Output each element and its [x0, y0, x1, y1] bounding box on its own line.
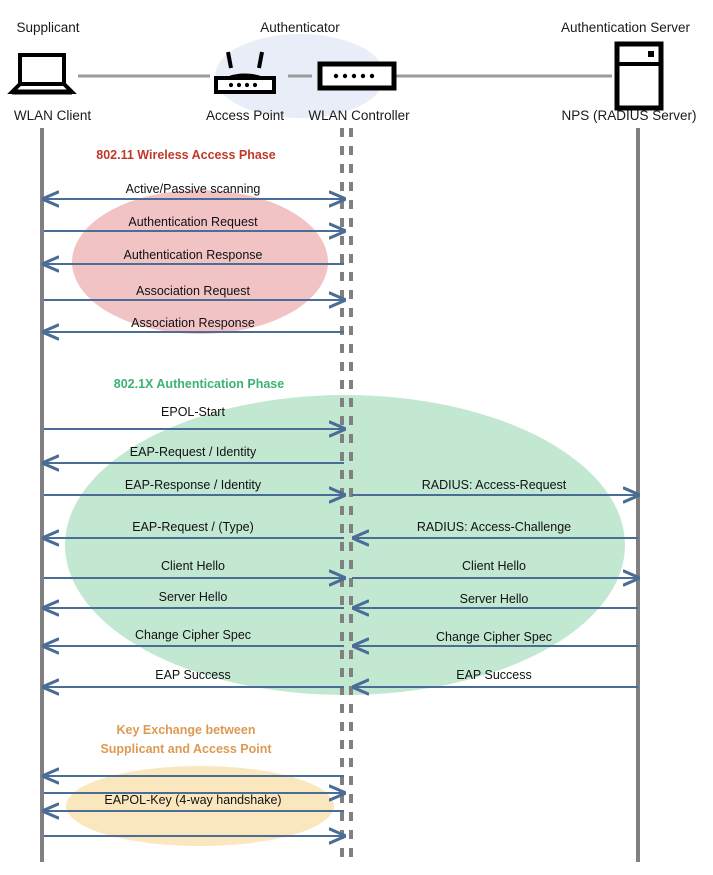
wireless-router-icon [214, 51, 276, 94]
laptop-icon [7, 53, 77, 95]
msg-eap-request-type: EAP-Request / (Type) [132, 520, 254, 534]
msg-authentication-request: Authentication Request [128, 215, 258, 229]
msg-eap-success-left: EAP Success [155, 668, 231, 682]
msg-eap-success-right: EAP Success [456, 668, 532, 682]
header-sub-wlan-client: WLAN Client [13, 108, 92, 123]
msg-client-hello-left: Client Hello [161, 559, 225, 573]
msg-eap-request-identity: EAP-Request / Identity [129, 445, 257, 459]
msg-eap-response-identity: EAP-Response / Identity [124, 478, 262, 492]
server-rack-icon [614, 41, 664, 111]
header-sub-wlan-controller: WLAN Controller [308, 108, 410, 123]
msg-eapol-key-handshake: EAPOL-Key (4-way handshake) [104, 793, 282, 807]
msg-change-cipher-spec-right: Change Cipher Spec [435, 630, 553, 644]
header-sub-nps-radius: NPS (RADIUS Server) [561, 108, 697, 123]
msg-active-passive-scanning: Active/Passive scanning [125, 182, 261, 196]
msg-association-request: Association Request [136, 284, 250, 298]
msg-server-hello-left: Server Hello [158, 590, 228, 604]
header-title-auth-server: Authentication Server [560, 20, 691, 35]
msg-radius-access-request: RADIUS: Access-Request [421, 478, 567, 492]
phase-label-keyexchange-line1: Key Exchange between [116, 723, 256, 737]
header-sub-access-point: Access Point [205, 108, 285, 123]
msg-change-cipher-spec-left: Change Cipher Spec [134, 628, 252, 642]
msg-radius-access-challenge: RADIUS: Access-Challenge [416, 520, 572, 534]
msg-association-response: Association Response [131, 316, 255, 330]
header-title-supplicant: Supplicant [16, 20, 80, 35]
phase-label-80211: 802.11 Wireless Access Phase [96, 148, 276, 162]
msg-authentication-response: Authentication Response [123, 248, 263, 262]
msg-server-hello-right: Server Hello [459, 592, 529, 606]
phase-label-keyexchange-line2: Supplicant and Access Point [100, 742, 272, 756]
phase-ellipse-keyexchange [66, 766, 334, 846]
msg-epol-start: EPOL-Start [161, 405, 225, 419]
msg-client-hello-right: Client Hello [462, 559, 526, 573]
phase-ellipse-8021x [65, 395, 625, 695]
phase-ellipse-80211 [72, 190, 328, 334]
phase-label-8021x: 802.1X Authentication Phase [113, 377, 285, 391]
controller-icon [317, 61, 397, 91]
header-title-authenticator: Authenticator [260, 20, 340, 35]
phase-label-keyexchange: Key Exchange between Supplicant and Acce… [66, 721, 306, 759]
